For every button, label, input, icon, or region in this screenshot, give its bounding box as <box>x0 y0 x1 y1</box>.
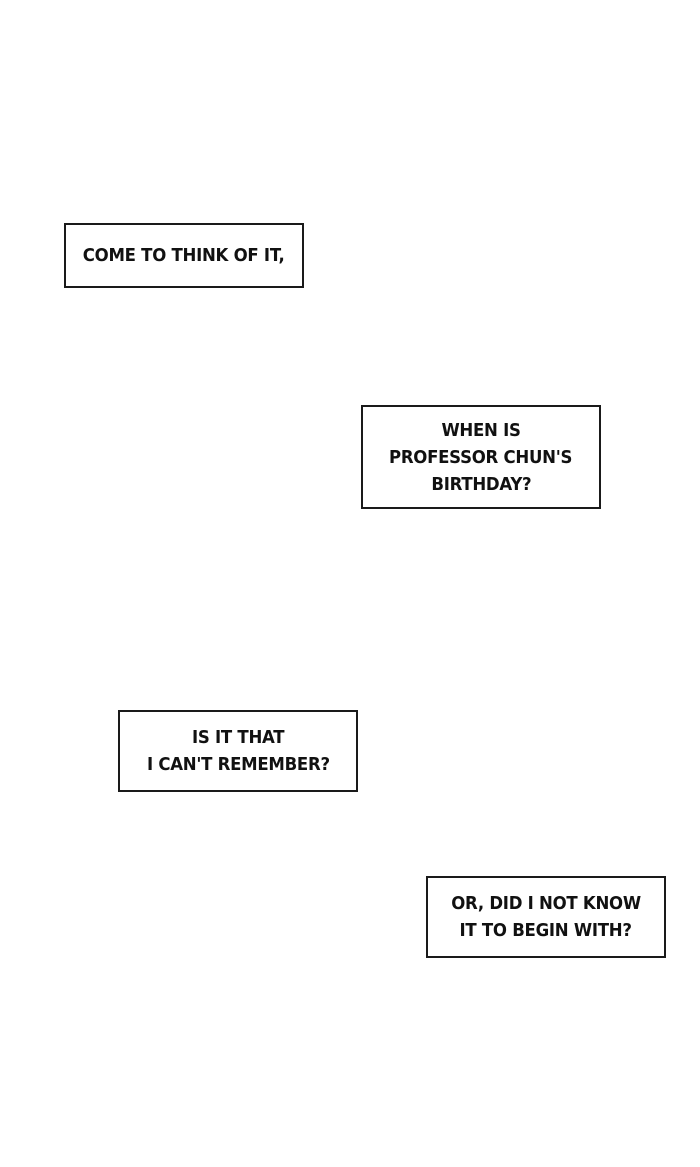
caption-text: OR, DID I NOT KNOW <box>451 893 641 914</box>
caption-text: I CAN'T REMEMBER? <box>146 754 330 775</box>
caption-box-birthday-question: WHEN IS PROFESSOR CHUN'S BIRTHDAY? <box>361 405 601 509</box>
caption-text: IT TO BEGIN WITH? <box>459 920 633 941</box>
caption-box-cant-remember: IS IT THAT I CAN'T REMEMBER? <box>118 710 358 792</box>
caption-text: PROFESSOR CHUN'S <box>389 446 573 468</box>
caption-box-did-not-know: OR, DID I NOT KNOW IT TO BEGIN WITH? <box>426 876 666 958</box>
caption-text: BIRTHDAY? <box>430 473 532 495</box>
caption-text: IS IT THAT <box>191 727 285 748</box>
caption-text: COME TO THINK OF IT, <box>83 245 285 266</box>
caption-text: WHEN IS <box>441 419 521 441</box>
caption-box-come-to-think: COME TO THINK OF IT, <box>64 223 304 288</box>
